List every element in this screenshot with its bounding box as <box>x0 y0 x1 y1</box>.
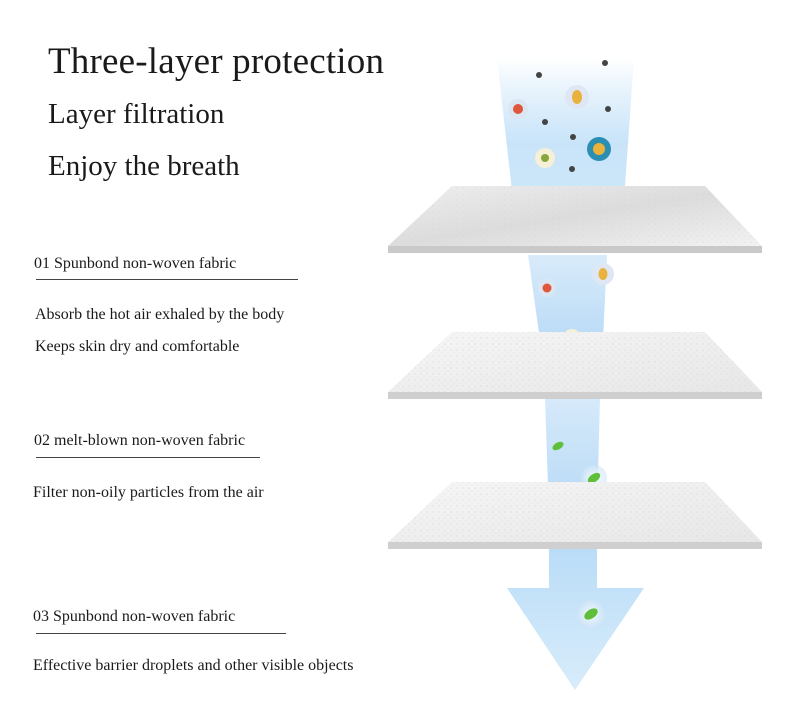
layer-2-divider <box>36 457 260 458</box>
page-title: Three-layer protection <box>48 41 385 82</box>
airflow-beam-middle <box>528 255 607 340</box>
layer-2-title: 02 melt-blown non-woven fabric <box>34 432 246 449</box>
leaf-icon <box>552 441 564 451</box>
layer-1-divider <box>36 279 298 280</box>
layer-1-title: 01 Spunbond non-woven fabric <box>34 255 237 272</box>
bacteria-icon <box>508 99 528 119</box>
virus-icon <box>565 85 589 109</box>
subtitle-enjoy-breath: Enjoy the breath <box>48 150 240 182</box>
fabric-sheet-icon <box>388 186 762 253</box>
leaf-icon <box>577 600 605 628</box>
virus-icon <box>592 263 614 285</box>
subtitle-layer-filtration: Layer filtration <box>48 98 225 130</box>
germ-icon <box>535 148 555 168</box>
layer-3-desc-1: Effective barrier droplets and other vis… <box>33 657 354 674</box>
dust-particle-icon <box>536 60 611 172</box>
layer-2-desc-1: Filter non-oily particles from the air <box>33 484 264 501</box>
filtration-illustration <box>388 58 762 690</box>
airflow-beam-top <box>497 58 634 200</box>
layer-1-desc-2: Keeps skin dry and comfortable <box>35 338 240 355</box>
fabric-sheet-icon <box>388 332 762 399</box>
layer-3-title: 03 Spunbond non-woven fabric <box>33 608 236 625</box>
layer-1-desc-1: Absorb the hot air exhaled by the body <box>35 306 285 323</box>
layer-3-divider <box>36 633 286 634</box>
airflow-arrow-icon <box>507 545 644 690</box>
fabric-sheet-icon <box>388 482 762 549</box>
bacteria-icon <box>538 279 556 297</box>
germ-icon <box>587 137 611 161</box>
